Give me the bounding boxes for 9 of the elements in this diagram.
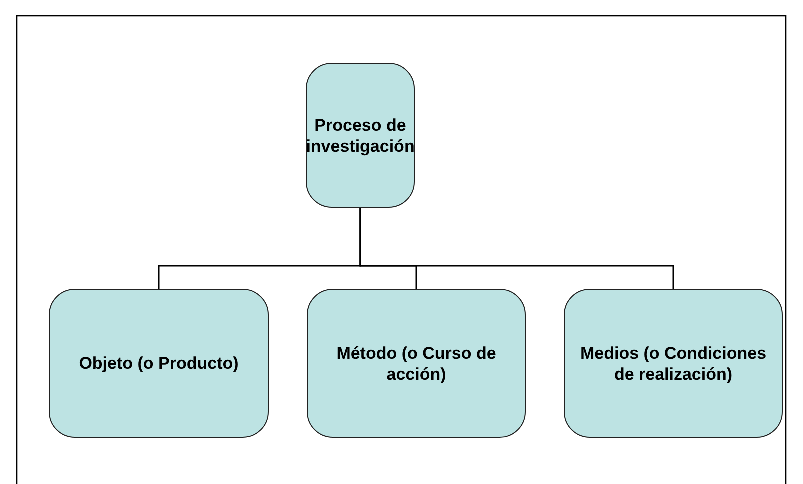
connector-line (360, 208, 674, 289)
node-label: Método (o Curso de acción) (336, 342, 498, 384)
category-box (564, 289, 783, 438)
node-label: Medios (o Condiciones de realización) (579, 342, 768, 384)
category-box (49, 289, 269, 438)
node-label: Proceso de investigación (305, 114, 416, 156)
root-box (306, 63, 415, 208)
node-label: Objeto (o Producto) (78, 353, 240, 374)
category-box (307, 289, 526, 438)
